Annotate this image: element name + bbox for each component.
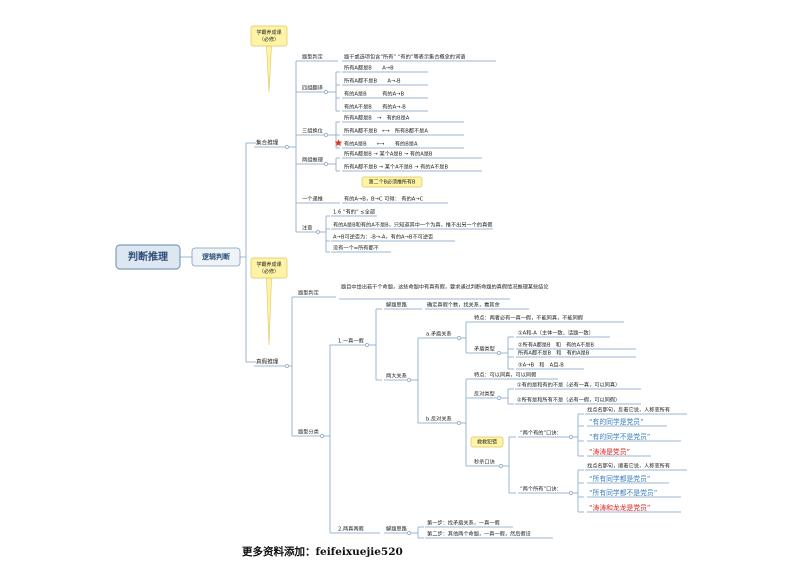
four-item-0: 所有A都是B A→B: [344, 64, 394, 72]
attn-item-1: 有的A是B和有的A不是B，只知道其中一个为真，推不出另一个的真假: [333, 221, 493, 229]
some-item-0: “有的同学是党员”: [589, 417, 644, 426]
branch-dot: [496, 395, 502, 401]
one-label: 一个递推: [302, 195, 323, 203]
note-rescue-text: 救救犯错: [477, 439, 497, 446]
set-label: 集合推理: [256, 139, 279, 147]
branch-dot: [315, 229, 321, 235]
a-kind-1: ②所有A都是B 和 有的A不是B: [518, 341, 594, 349]
three-item-1: 所有A都不是B ⟷ 所有B都不是A: [344, 127, 428, 135]
some-rule: 找点名那句，反着它说，人称变所有: [587, 406, 670, 414]
a-trait: 特点：两者必有一真一假，不能同真，不能同假: [474, 314, 584, 322]
branch-dot: [568, 434, 574, 440]
b-trait: 特点：可以同真，可以同假: [474, 371, 537, 379]
note-course-top: [250, 25, 288, 47]
b-kind-label: 反对类型: [474, 390, 495, 398]
branch-dot: [456, 420, 462, 426]
two-label: 两组推理: [302, 156, 324, 164]
approach-text: 确定真假个数，找关系，看其余: [427, 301, 500, 309]
all-rule: 找点名那句，顺着它说，人称变所有: [587, 462, 670, 470]
branch-dot: [323, 161, 329, 167]
four-item-3: 有的A不是B 有的A→-B: [344, 103, 406, 111]
note-course-bottom: [250, 257, 288, 279]
b-label: b.反对关系: [426, 415, 452, 423]
footer-contact: 更多资料添加：feifeixuejie520: [242, 546, 403, 558]
note-course-bottom-text: 学霸养成课: [256, 261, 281, 268]
three-label: 三组换位: [302, 127, 323, 135]
branch-dot: [284, 144, 290, 150]
four-item-1: 所有A都不是B A→-B: [344, 77, 401, 85]
note-course-top-text: （必修）: [259, 36, 279, 43]
note-rescue: [470, 436, 504, 448]
some-item-1: “有的同学不是党员”: [589, 432, 650, 441]
two-true-label: 2.两真两假: [338, 525, 365, 533]
step-1: 第二步：其他两个命题，一真一假，然后假设: [427, 530, 531, 538]
attn-item-2: A→B可逆否为：-B→-A，有的A→B不可逆否: [333, 233, 433, 241]
connector-lines: [180, 60, 687, 539]
branch-node: [191, 247, 241, 267]
one-true-label: 1.一真一假: [338, 337, 365, 345]
branch-dot: [323, 132, 329, 138]
approach-label: 解题思路: [386, 301, 408, 309]
step-label: 解题思路: [386, 525, 408, 533]
all-label: “两个所有”口诀：: [520, 485, 562, 493]
note-second-b-text: 第二个B必须推所有B: [369, 179, 416, 186]
all-item-0: “所有同学都是党员”: [589, 474, 650, 483]
root-node: [115, 244, 181, 270]
a-label: a.矛盾关系: [426, 330, 452, 338]
step-0: 第一步：找矛盾关系，一真一假: [427, 519, 500, 527]
a-kind-2: 所有A都不是B 和 有的A是B: [518, 349, 590, 357]
two-item-0: 所有A都是B → 某个A是B → 有的A是B: [344, 150, 433, 158]
b-kind-1: ②所有是和所有不是（必有一假，可以同假）: [517, 396, 620, 404]
truth-type-label: 题型判定: [298, 289, 319, 297]
node-labels: 判断推理逻辑判断集合推理题型判定题干或选项包含“所有” “有的”等表示集合概念的…: [128, 29, 670, 538]
b-kind-0: ①有的是和有的不是（必有一真，可以同真）: [517, 381, 620, 389]
set-type-text: 题干或选项包含“所有” “有的”等表示集合概念的词语: [344, 53, 465, 61]
note-course-top-text: 学霸养成课: [256, 29, 281, 36]
note-course-bottom-text: （必修）: [259, 268, 279, 275]
relation-label: 两大关系: [386, 372, 407, 380]
branch-node-label: 逻辑判断: [202, 252, 230, 261]
branch-dot: [406, 377, 412, 383]
three-item-0: 所有A都是B → 有的B是A: [344, 114, 410, 122]
a-kind-label: 矛盾类型: [474, 345, 495, 353]
attn-label: 注意: [302, 224, 312, 232]
branch-dot: [568, 490, 574, 496]
attn-item-3: 没有一个=所有都不: [333, 244, 379, 252]
all-item-2: “涛涛和龙龙是党员”: [589, 503, 650, 512]
node-shapes: [115, 25, 574, 536]
some-item-2: “涛涛是党员”: [589, 447, 630, 456]
sec-label: 秒杀口诀: [474, 458, 496, 466]
root-node-label: 判断推理: [128, 250, 168, 263]
note-course-top-pointer: [266, 45, 272, 93]
branch-dot: [498, 463, 504, 469]
four-label: 四组翻译: [302, 84, 324, 92]
three-item-2: 有的A是B ⟷ 有的B是A: [344, 140, 418, 148]
branch-dot: [323, 89, 329, 95]
all-item-1: “所有同学都不是党员”: [589, 488, 657, 497]
branch-dot: [364, 342, 370, 348]
branch-dot: [319, 433, 325, 439]
classify-label: 题型分类: [298, 428, 319, 436]
four-item-2: 有的A是B 有的A→B: [344, 90, 405, 98]
note-second-b: [361, 176, 423, 188]
one-text: 有的A→B，B→C 可得： 有的A→C: [344, 195, 424, 203]
set-type-label: 题型判定: [302, 53, 323, 61]
a-kind-3: ③A→B 和 A且-B: [518, 361, 564, 369]
two-item-1: 所有A都不是B → 某个A不是B → 有的A不是B: [344, 163, 448, 171]
truth-type-text-1: 题目中给出若干个命题，这些命题中有真有假，要求通过判断命题的真假情况推理某些结论: [341, 283, 549, 291]
some-label: “两个有的”口诀：: [520, 429, 562, 437]
attn-item-0: 1.6 “有的” ≤全部: [333, 208, 375, 216]
note-course-bottom-pointer: [266, 277, 272, 346]
truth-label: 真假推理: [256, 358, 279, 366]
branch-dot: [496, 350, 502, 356]
star-icon: [334, 139, 343, 146]
branch-dot: [406, 530, 412, 536]
branch-dot: [456, 335, 462, 341]
branch-dot: [284, 363, 290, 369]
a-kind-0: ①A和-A（主体一致、话题一致）: [518, 329, 594, 337]
